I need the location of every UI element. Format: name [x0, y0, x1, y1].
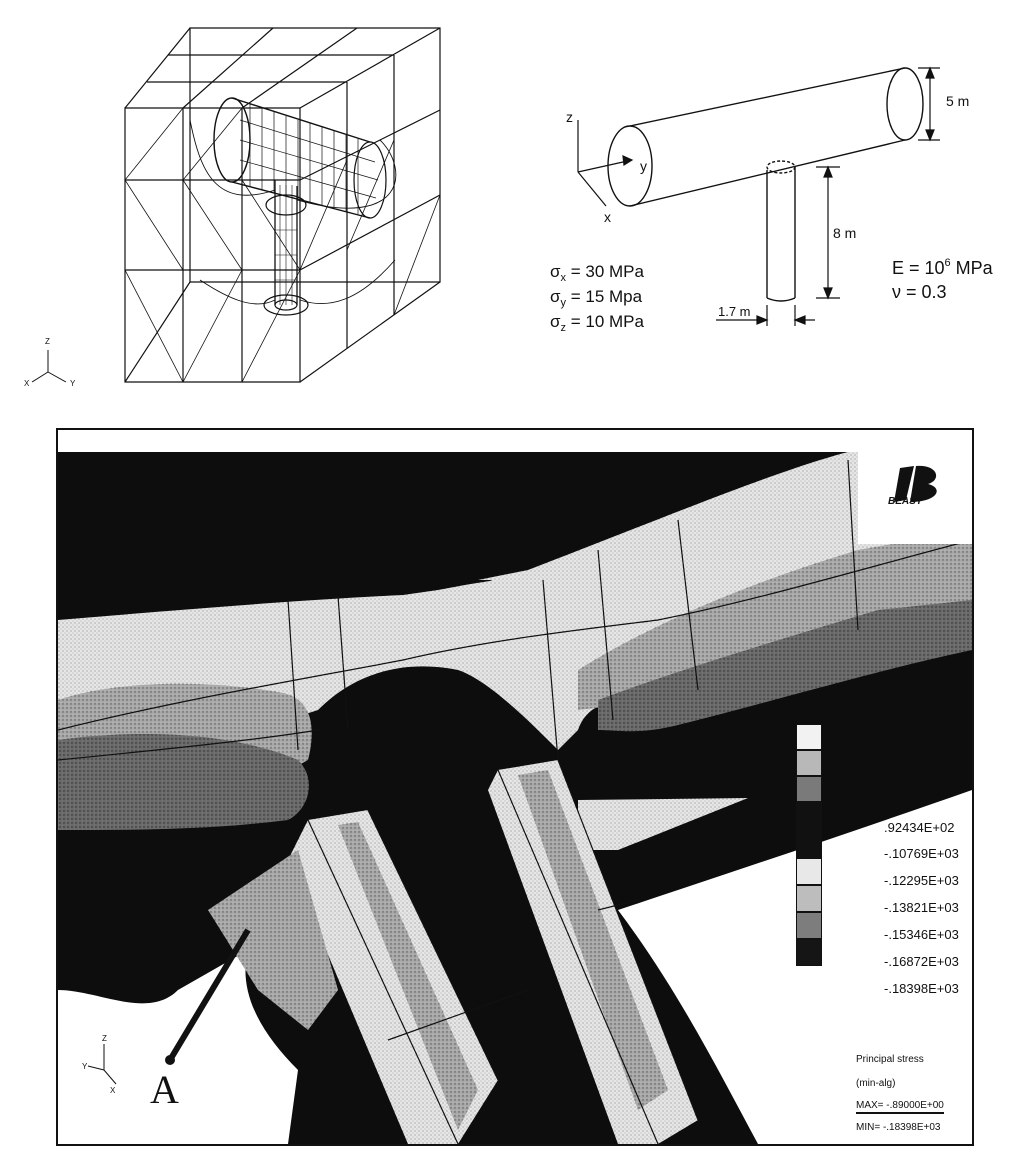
- sketch-y-label: y: [640, 158, 647, 174]
- info-subtitle: (min-alg): [856, 1078, 896, 1089]
- stress-x: σx = 30 MPa: [550, 262, 645, 284]
- legend-swatch: [796, 802, 822, 858]
- legend-label-1: .92434E+02: [884, 820, 955, 835]
- legend-swatch: [796, 912, 822, 939]
- contour-triad-x-label: X: [110, 1086, 116, 1095]
- legend-label-4: -.13821E+03: [884, 900, 959, 915]
- point-a-leader: [167, 928, 251, 1062]
- legend-color-bar: [796, 724, 822, 966]
- contour-triad-y-label: Y: [82, 1062, 88, 1071]
- info-max: MAX= -.89000E+00: [856, 1100, 944, 1114]
- logo-text: BEASY: [888, 496, 923, 507]
- contour-triad: [87, 1044, 117, 1085]
- point-a-label: A: [150, 1067, 179, 1112]
- dimension-lines: [716, 66, 940, 326]
- poisson-ratio: ν = 0.3: [892, 282, 947, 302]
- legend-swatch: [796, 858, 822, 885]
- logo-mark: [894, 466, 914, 502]
- sketch-axes: [577, 120, 634, 207]
- legend-label-2: -.10769E+03: [884, 846, 959, 861]
- mesh-cube: [124, 27, 441, 383]
- contour-triad-z-label: Z: [102, 1034, 107, 1043]
- mesh-triad-y-label: Y: [70, 379, 76, 388]
- sketch-x-label: x: [604, 209, 611, 225]
- legend-swatch: [796, 939, 822, 966]
- legend-swatch: [796, 885, 822, 912]
- dim-main-diameter: 5 m: [946, 93, 969, 109]
- legend-label-7: -.18398E+03: [884, 981, 959, 996]
- stress-y: σy = 15 Mpa: [550, 287, 643, 309]
- contour-plot-panel: BEASY A Z Y X .92434E+02 -.10769E+03 -.1…: [56, 428, 974, 1146]
- stress-z: σz = 10 MPa: [550, 312, 645, 334]
- pipe-sketch: [607, 67, 924, 302]
- mesh-triad-x-label: X: [24, 379, 30, 388]
- dim-branch-diameter: 1.7 m: [718, 304, 751, 319]
- mesh-triad: [31, 350, 67, 383]
- youngs-modulus: E = 106 MPa: [892, 257, 994, 278]
- legend-label-3: -.12295E+03: [884, 873, 959, 888]
- stress-contour-render: [58, 430, 972, 1144]
- dim-branch-height: 8 m: [833, 225, 856, 241]
- sketch-z-label: z: [566, 109, 573, 125]
- legend-swatch: [796, 724, 822, 750]
- point-a-marker: [165, 1055, 175, 1065]
- info-min: MIN= -.18398E+03: [856, 1122, 941, 1133]
- legend-label-5: -.15346E+03: [884, 927, 959, 942]
- top-panel: Z X Y z y x: [0, 0, 1024, 410]
- legend-swatch: [796, 750, 822, 776]
- mesh-triad-z-label: Z: [45, 337, 50, 346]
- top-diagrams: Z X Y z y x: [24, 27, 994, 388]
- legend-swatch: [796, 776, 822, 802]
- contour-mesh-lines: [58, 459, 972, 1144]
- legend-label-6: -.16872E+03: [884, 954, 959, 969]
- info-title: Principal stress: [856, 1054, 924, 1065]
